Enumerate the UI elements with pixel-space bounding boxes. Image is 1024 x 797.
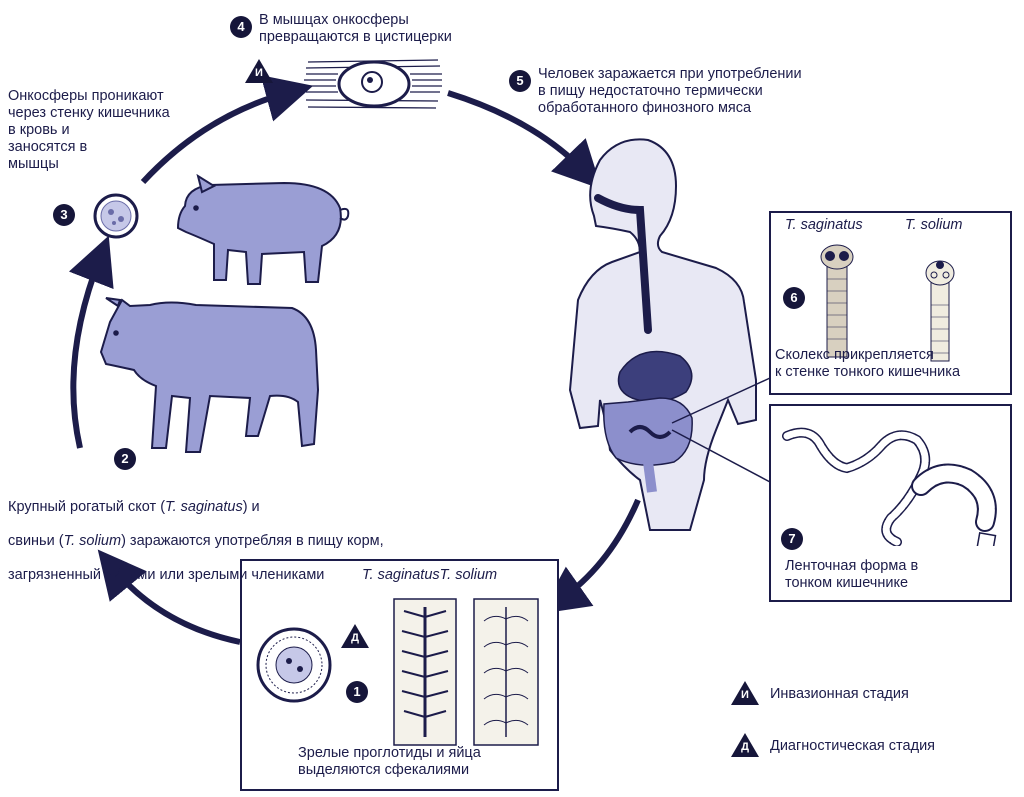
invasive-marker-stage4: И (244, 58, 274, 84)
stage-1-badge: 1 (346, 681, 368, 703)
species-saginatus-label: T. saginatus (785, 217, 863, 233)
stage-3-badge: 3 (53, 204, 75, 226)
pointer-line-tapeworm (671, 429, 771, 483)
arrow-1-to-2 (97, 549, 241, 645)
cysticercus-in-muscle-illustration (304, 59, 442, 109)
proglottid-solium (473, 598, 539, 746)
cow-illustration (99, 297, 320, 453)
scolex-box: T. saginatus T. solium 6 Сколекс прикреп… (769, 211, 1012, 395)
oncosphere-illustration (93, 193, 139, 239)
species-solium-label: T. solium (905, 217, 963, 233)
human-illustration (568, 138, 757, 531)
arrow-human-to-1 (540, 498, 641, 614)
legend-diagnostic-label: Диагностическая стадия (770, 738, 936, 754)
scolex-solium (925, 260, 955, 362)
legend-invasive-label: Инвазионная стадия (770, 686, 909, 702)
pig-illustration (176, 173, 350, 285)
stomach-shape (617, 350, 693, 403)
stage-6-badge: 6 (783, 287, 805, 309)
stage-6-text: Сколекс прикрепляется к стенке тонкого к… (775, 347, 961, 380)
species-pair-label: T. saginatusT. solium (362, 567, 498, 583)
stage-7-badge: 7 (781, 528, 803, 550)
arrow-3-to-4 (140, 75, 314, 185)
legend: И Инвазионная стадия Д Диагностическая с… (730, 680, 1010, 770)
proglottid-box: T. saginatusT. solium (240, 559, 559, 791)
stage-4-badge: 4 (230, 16, 252, 38)
stage-3-text: Онкосферы проникают через стенку кишечни… (8, 88, 170, 172)
pointer-line-scolex (671, 377, 771, 424)
legend-diagnostic-marker: Д (730, 732, 760, 758)
proglottid-drawings (256, 598, 539, 746)
stage-2-species-solium: T. solium (63, 533, 122, 549)
stage-7-text: Ленточная форма в тонком кишечнике (785, 558, 919, 591)
arrow-2-to-3 (68, 235, 114, 449)
egg-illustration (256, 627, 332, 703)
stage-5-badge: 5 (509, 70, 531, 92)
stage-2-badge: 2 (114, 448, 136, 470)
tapeworm-drawing (782, 427, 997, 546)
scolex-drawings (820, 244, 955, 362)
stage-4-text: В мышцах онкосферы превращаются в цистиц… (259, 12, 452, 45)
tapeworm-box: 7 Ленточная форма в тонком кишечнике (769, 404, 1012, 602)
arrow-4-to-5 (447, 90, 602, 190)
stage-2-species-saginatus: T. saginatus (165, 499, 243, 515)
stage-1-text: Зрелые проглотиды и яйца выделяются сфек… (298, 745, 481, 778)
diagnostic-marker-box1: Д (340, 623, 370, 649)
stage-5-text: Человек заражается при употреблении в пи… (538, 66, 802, 116)
legend-invasive-marker: И (730, 680, 760, 706)
scolex-saginatus (820, 244, 854, 358)
proglottid-saginatus (393, 598, 457, 746)
stage-2-text: Крупный рогатый скот (T. saginatus) и св… (8, 499, 384, 583)
